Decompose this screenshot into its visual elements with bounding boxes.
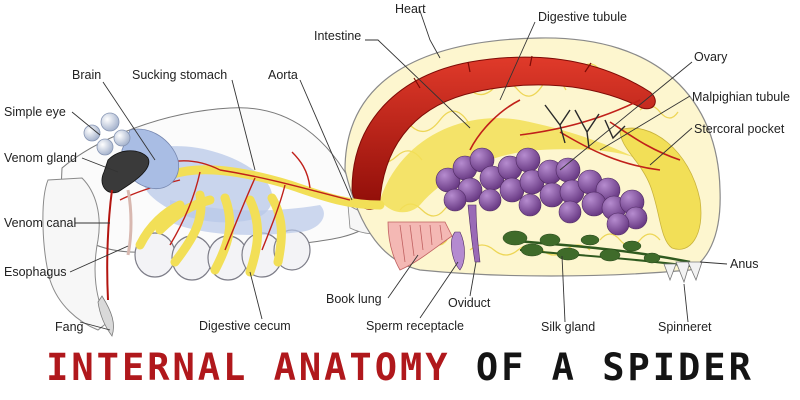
page-title: INTERNAL ANATOMY OF A SPIDER [0,342,800,394]
esophagus-shape [126,189,133,256]
label-brain: Brain [72,68,101,82]
label-silk-gland: Silk gland [541,320,595,334]
label-oviduct: Oviduct [448,296,491,310]
label-spinneret: Spinneret [658,320,712,334]
label-venom-gland: Venom gland [4,151,77,165]
label-digestive-tubule: Digestive tubule [538,10,627,24]
venom-canal-shape [106,189,113,301]
simple-eye-shape [83,112,131,156]
malpighian-tubules [469,99,681,171]
digestive-tubule-branch [544,104,626,149]
label-stercoral-pocket: Stercoral pocket [694,122,785,136]
label-intestine: Intestine [314,29,361,43]
label-book-lung: Book lung [326,292,382,306]
label-heart: Heart [395,2,426,16]
label-ovary: Ovary [694,50,728,64]
venom-gland-shape [101,150,150,194]
sperm-receptacle-shape [451,231,465,271]
label-sperm-receptacle: Sperm receptacle [366,319,464,333]
heart-shape [351,56,656,210]
label-aorta: Aorta [268,68,298,82]
oviduct-shape [467,204,481,263]
fang-shape [97,295,114,337]
label-venom-canal: Venom canal [4,216,76,230]
label-simple-eye: Simple eye [4,105,66,119]
label-digestive-cecum: Digestive cecum [199,319,291,333]
title-dark-text: OF A SPIDER [450,346,754,389]
spinneret-shape [663,261,703,284]
title-accent-text: INTERNAL ANATOMY [46,346,451,389]
label-fang: Fang [55,320,84,334]
chelicera-outline [42,177,109,331]
book-lung-shape [387,221,453,271]
silk-gland-shape [502,230,691,267]
label-anus: Anus [730,257,759,271]
label-esophagus: Esophagus [4,265,67,279]
stercoral-pocket-shape [619,127,702,250]
leader-lines [69,7,728,331]
ovary-cluster [435,147,648,236]
midgut-mass [380,118,640,213]
label-sucking-stomach: Sucking stomach [132,68,227,82]
label-malpighian-tubule: Malpighian tubule [692,90,790,104]
heart-ostia [413,55,592,89]
